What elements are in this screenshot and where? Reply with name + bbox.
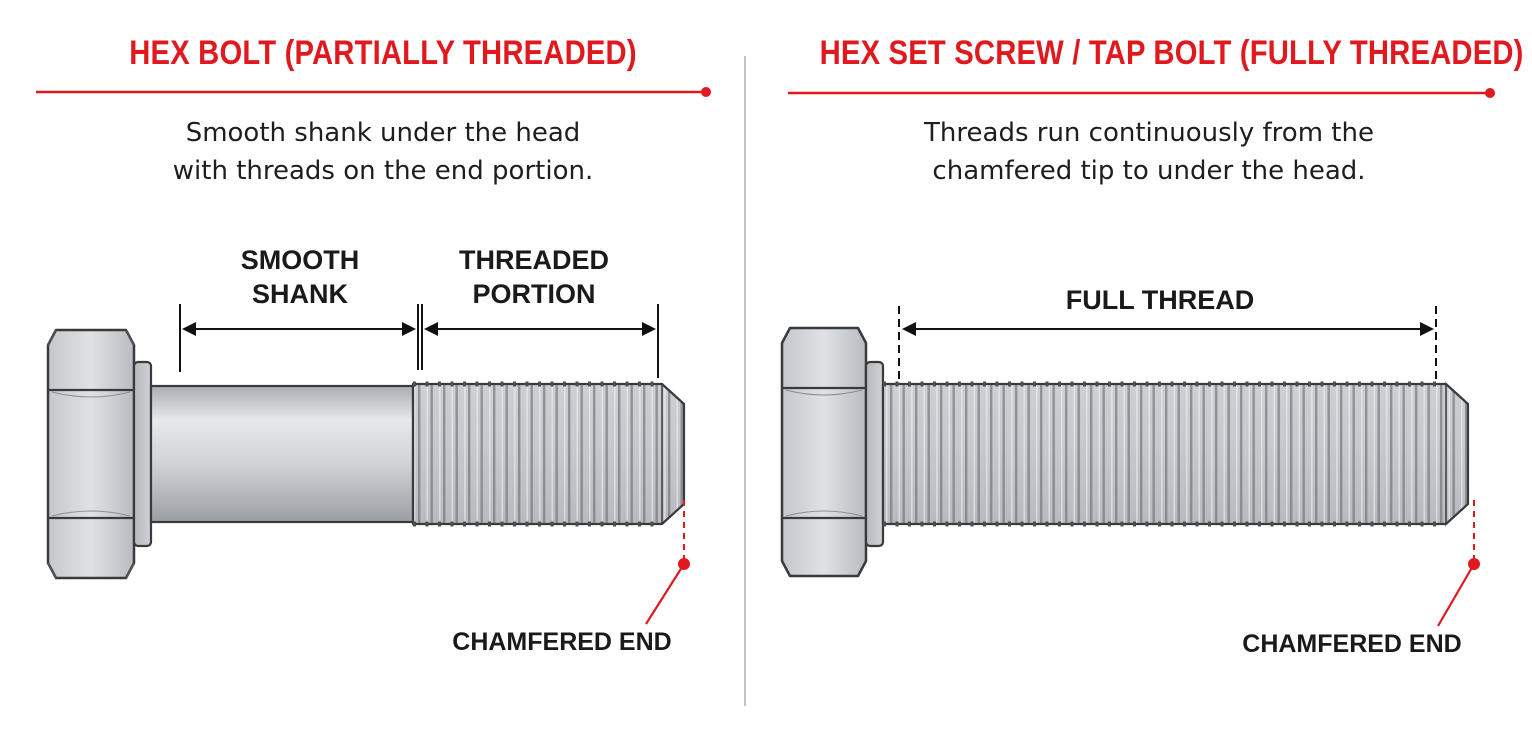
tap-bolt-description: Threads run continuously from the chamfe… xyxy=(766,114,1532,190)
hex-bolt-illustration: SMOOTH SHANK THREADED PORTION CHAMFERED … xyxy=(36,87,711,656)
panel-divider xyxy=(744,56,746,706)
smooth-shank-dimension xyxy=(179,304,419,372)
hex-bolt-title: HEX BOLT (PARTIALLY THREADED) xyxy=(129,34,637,72)
hex-head xyxy=(46,328,136,580)
tap-bolt-description-line-2: chamfered tip to under the head. xyxy=(932,156,1366,186)
title-underline-dot xyxy=(1485,88,1495,98)
chamfered-end-callout xyxy=(645,500,690,625)
threaded-portion-label-line-1: THREADED xyxy=(459,245,609,275)
smooth-shank-label-line-1: SMOOTH xyxy=(241,245,360,275)
washer-face xyxy=(132,360,153,548)
smooth-shank-label-line-2: SHANK xyxy=(252,279,349,309)
hex-bolt-description-line-2: with threads on the end portion. xyxy=(172,156,594,186)
washer-face xyxy=(864,360,885,548)
title-underline-dot xyxy=(701,87,711,97)
threaded-portion-label-line-2: PORTION xyxy=(472,279,595,309)
chamfered-end-callout xyxy=(1437,500,1480,627)
hex-bolt-description-line-1: Smooth shank under the head xyxy=(185,118,581,148)
full-thread-dimension xyxy=(898,306,1437,382)
tap-bolt-description-line-1: Threads run continuously from the xyxy=(924,118,1374,148)
hex-bolt-description: Smooth shank under the head with threads… xyxy=(0,114,766,190)
smooth-shank xyxy=(149,384,415,524)
hex-head xyxy=(780,326,868,578)
threaded-portion xyxy=(411,382,686,526)
chamfered-end-label: CHAMFERED END xyxy=(1242,630,1461,658)
full-thread-label: FULL THREAD xyxy=(1066,285,1255,315)
tap-bolt-title: HEX SET SCREW / TAP BOLT (FULLY THREADED… xyxy=(819,34,1524,72)
tap-bolt-illustration: FULL THREAD CHAMFERED END xyxy=(780,88,1495,658)
threaded-portion-dimension xyxy=(421,304,659,378)
full-thread xyxy=(881,382,1470,526)
chamfered-end-label: CHAMFERED END xyxy=(452,628,671,656)
hex-bolt-panel: HEX BOLT (PARTIALLY THREADED) Smooth sha… xyxy=(0,34,766,656)
tap-bolt-panel: HEX SET SCREW / TAP BOLT (FULLY THREADED… xyxy=(766,0,1532,740)
